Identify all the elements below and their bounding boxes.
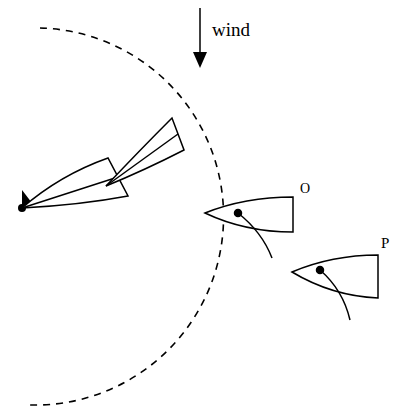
boat-p: [292, 255, 378, 320]
zone-circle: [30, 28, 224, 405]
boat-label: O: [300, 182, 310, 196]
wind-arrow: [193, 8, 207, 68]
overlapped-boats: [22, 118, 184, 208]
boat-label: P: [381, 236, 389, 251]
wind-label: wind: [212, 20, 250, 39]
boat-o: [205, 197, 293, 258]
